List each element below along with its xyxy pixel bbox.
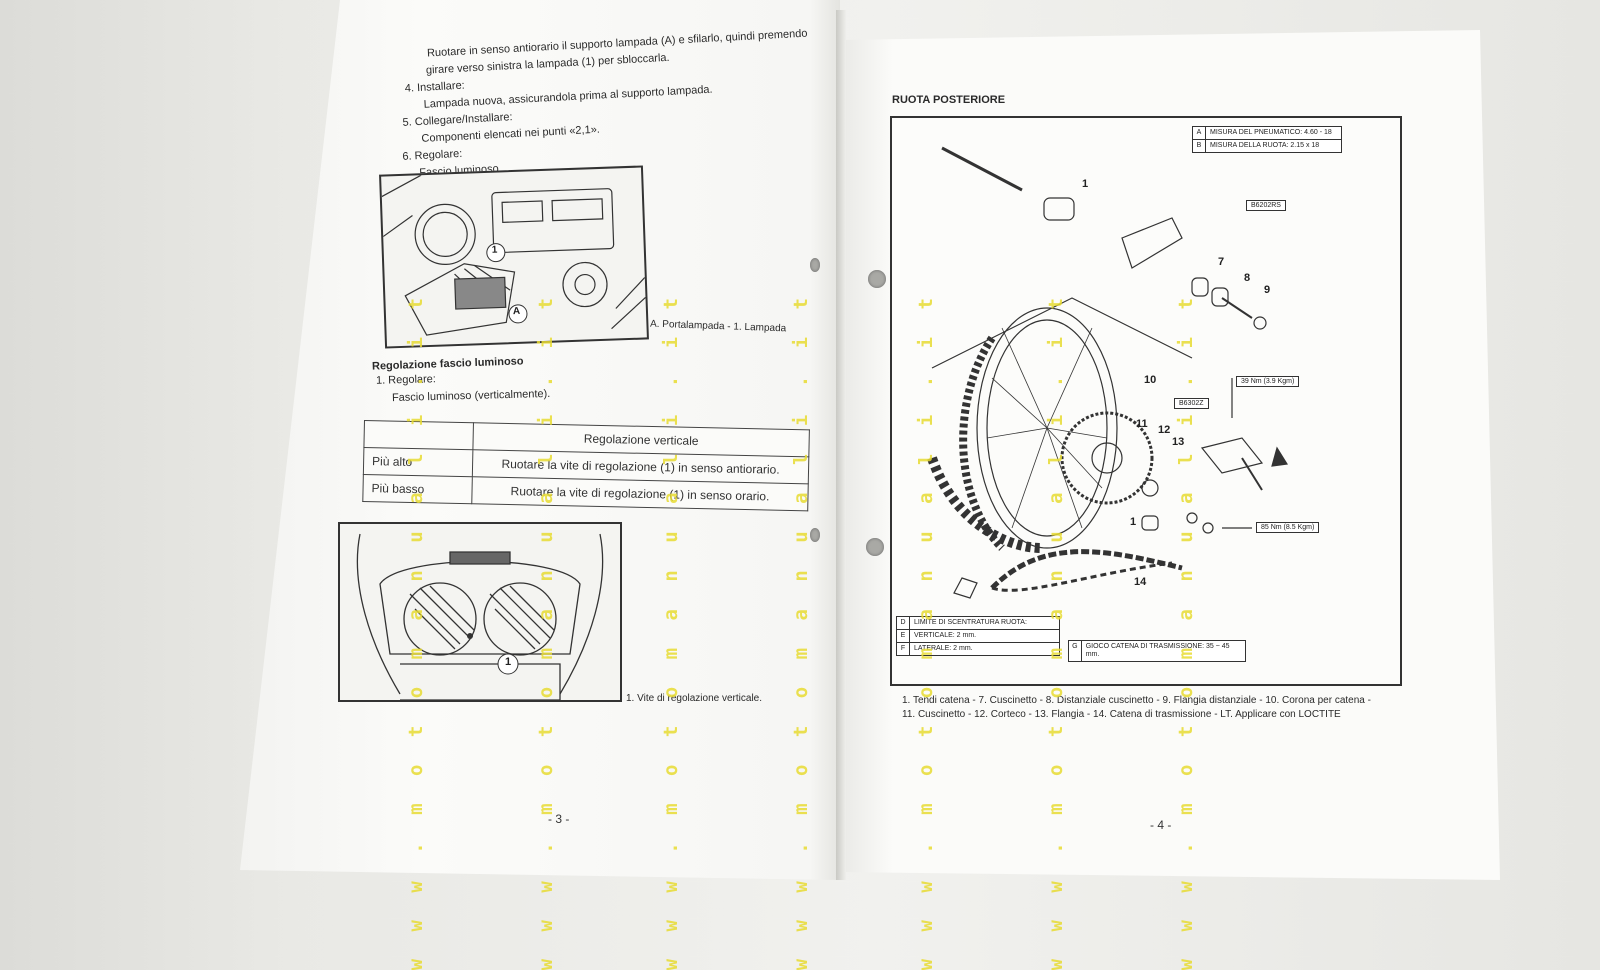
spec-value: LIMITE DI SCENTRATURA RUOTA:	[914, 619, 1027, 626]
tire-spec-box: A MISURA DEL PNEUMATICO: 4.60 - 18 B MISUR…	[1192, 126, 1342, 153]
page-number-right: - 4 -	[1150, 818, 1172, 832]
binding-hole-left-top	[810, 258, 820, 272]
callout-7: 7	[1218, 256, 1225, 268]
page-number-left: - 3 -	[548, 812, 570, 826]
callout-12: 12	[1158, 424, 1171, 436]
exploded-wheel-diagram: A MISURA DEL PNEUMATICO: 4.60 - 18 B MISUR…	[890, 116, 1402, 686]
legend-line: 1. Tendi catena - 7. Cuscinetto - 8. Dis…	[902, 695, 1371, 706]
spec-value: VERTICALE: 2 mm.	[914, 632, 977, 639]
callout-1: 1	[491, 244, 498, 256]
spec-key: E	[897, 630, 910, 642]
spec-row: B MISURA DELLA RUOTA: 2.15 x 18	[1193, 140, 1341, 152]
callout-1: 1	[505, 656, 512, 668]
part-code: B6202RS	[1246, 200, 1286, 211]
headlight-drawing	[356, 533, 604, 700]
spec-key: G	[1069, 641, 1082, 661]
binding-hole-right-bottom	[866, 538, 884, 556]
wheel-drawing	[927, 146, 1289, 599]
torque-label-2: 85 Nm (8.5 Kgm)	[1256, 522, 1320, 533]
spec-row: D LIMITE DI SCENTRATURA RUOTA:	[897, 617, 1059, 630]
spec-value: LATERALE: 2 mm.	[914, 645, 973, 652]
callout-1: 1	[1082, 178, 1089, 190]
lamp-holder-drawing	[381, 174, 646, 336]
watermark-text: w w w . m o t o m a n u a l i . i t	[1045, 290, 1067, 970]
callout-9: 9	[1264, 284, 1271, 296]
watermark-text: w w w . m o t o m a n u a l i . i t	[405, 290, 427, 970]
callout-10: 10	[1144, 374, 1157, 386]
callout-1b: 1	[1130, 516, 1137, 528]
binding-hole-left-bottom	[810, 528, 820, 542]
page-title: RUOTA POSTERIORE	[892, 94, 1006, 106]
torque-label-1: 39 Nm (3.9 Kgm)	[1236, 376, 1300, 387]
limit-box: D LIMITE DI SCENTRATURA RUOTA: E VERTICALE…	[896, 616, 1060, 656]
callout-8: 8	[1244, 272, 1251, 284]
watermark-text: w w w . m o t o m a n u a l i . i t	[915, 290, 937, 970]
spec-row: F LATERALE: 2 mm.	[897, 643, 1059, 655]
spec-row: A MISURA DEL PNEUMATICO: 4.60 - 18	[1193, 127, 1341, 140]
spec-value: MISURA DELLA RUOTA: 2.15 x 18	[1210, 142, 1320, 149]
watermark-text: w w w . m o t o m a n u a l i . i t	[790, 290, 812, 970]
part-code: B6302Z	[1174, 398, 1209, 409]
spec-value: MISURA DEL PNEUMATICO: 4.60 - 18	[1210, 129, 1332, 136]
callout-11: 11	[1136, 418, 1148, 430]
watermark-text: w w w . m o t o m a n u a l i . i t	[535, 290, 557, 970]
callout-14: 14	[1134, 576, 1147, 588]
book-gutter	[836, 10, 846, 880]
spec-row: E VERTICALE: 2 mm.	[897, 630, 1059, 643]
spec-value: GIOCO CATENA DI TRASMISSIONE: 35 ~ 45 mm…	[1085, 643, 1230, 658]
watermark-text: w w w . m o t o m a n u a l i . i t	[1175, 290, 1197, 970]
vertical-adjustment-table: Regolazione verticale Più alto Ruotare l…	[362, 420, 810, 512]
watermark-text: w w w . m o t o m a n u a l i . i t	[660, 290, 682, 970]
callout-13: 13	[1172, 436, 1185, 448]
lamp-holder-figure: 1 A	[379, 165, 649, 349]
spec-key: B	[1193, 140, 1206, 152]
headlight-figure: 1	[338, 522, 622, 702]
figure2-caption: 1. Vite di regolazione verticale.	[626, 693, 763, 704]
spec-key: F	[897, 643, 910, 655]
callout-a: A	[512, 305, 521, 318]
spec-key: D	[897, 617, 910, 629]
legend-line: 11. Cuscinetto - 12. Corteco - 13. Flang…	[902, 709, 1341, 720]
binding-hole-right-top	[868, 270, 886, 288]
spec-key: A	[1193, 127, 1206, 139]
